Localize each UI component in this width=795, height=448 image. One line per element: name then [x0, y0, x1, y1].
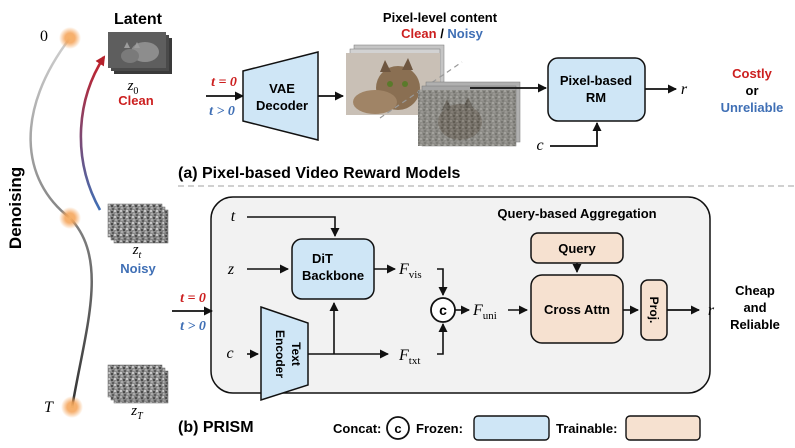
- arrow-t-to-dit: [247, 216, 340, 237]
- f-txt-label: Ftxt: [398, 347, 420, 367]
- caption-b: (b) PRISM: [178, 419, 254, 436]
- legend-concat-label: Concat:: [333, 421, 381, 436]
- legend-concat-node: [386, 416, 410, 440]
- reliable-label: Reliable: [730, 317, 780, 332]
- tT-label: T: [44, 399, 54, 416]
- legend-trainable-swatch: [625, 415, 701, 441]
- text-encoder-line1: Text: [289, 342, 303, 366]
- legend-frozen-swatch: [473, 415, 550, 441]
- latent-header: Latent: [114, 11, 163, 28]
- clean-noisy-legend: Clean / Noisy: [401, 26, 483, 41]
- pixel-content-title: Pixel-level content: [383, 10, 498, 25]
- t-eq-0-bottom: t = 0: [180, 291, 206, 306]
- vae-line2: Decoder: [256, 98, 308, 113]
- latent-z0-thumbnail: [108, 32, 172, 74]
- legend-trainable-label: Trainable:: [556, 421, 617, 436]
- t-symbol-bottom: t: [231, 208, 236, 225]
- jump-arrow: [79, 55, 106, 211]
- rm-line1: Pixel-based: [560, 73, 632, 88]
- vae-line1: VAE: [269, 81, 295, 96]
- f-vis-label: Fvis: [398, 261, 422, 281]
- cross-attn-label: Cross Attn: [544, 302, 610, 317]
- t-gt-0-top: t > 0: [209, 104, 235, 119]
- legend-concat-symbol: c: [394, 421, 401, 436]
- proj-label: Proj.: [647, 297, 661, 324]
- caption-a: (a) Pixel-based Video Reward Models: [178, 165, 461, 182]
- cross-attn-block: [530, 274, 624, 344]
- cheap-label: Cheap: [735, 283, 775, 298]
- node-t0: [59, 27, 81, 49]
- t-gt-0-bottom: t > 0: [180, 319, 206, 334]
- legend-frozen-label: Frozen:: [416, 421, 463, 436]
- f-uni-label: Funi: [472, 302, 497, 322]
- unreliable-label: Unreliable: [721, 100, 784, 115]
- latent-z0-label: z0: [127, 78, 139, 97]
- dit-line2: Backbone: [302, 268, 364, 283]
- or-label: or: [746, 83, 759, 98]
- r-symbol-bottom: r: [708, 302, 715, 319]
- latent-zt-label: zt: [132, 242, 142, 261]
- arrow-fvis-to-concat: [437, 268, 448, 296]
- c-symbol-top: c: [536, 137, 543, 154]
- arrow-ftxt-to-concat: [437, 323, 448, 355]
- node-t: [59, 207, 81, 229]
- text-encoder-block: [260, 305, 309, 402]
- query-label: Query: [558, 241, 596, 256]
- vae-decoder-block: [242, 51, 319, 141]
- t-eq-0-top: t = 0: [211, 75, 237, 90]
- rm-line2: RM: [586, 90, 606, 105]
- text-encoder-line2: Encoder: [273, 330, 287, 378]
- clean-tag: Clean: [118, 93, 153, 108]
- t0-label: 0: [40, 28, 48, 45]
- z-symbol-bottom: z: [227, 261, 235, 278]
- noisy-image-stack: [418, 81, 521, 147]
- concat-symbol: c: [439, 302, 447, 318]
- r-symbol-top: r: [681, 81, 688, 98]
- arrow-c-to-rm: [550, 122, 602, 147]
- dit-line1: DiT: [312, 251, 333, 266]
- noisy-tag: Noisy: [120, 261, 156, 276]
- c-symbol-bottom: c: [226, 345, 233, 362]
- latent-zT-thumbnail: [107, 364, 169, 404]
- costly-label: Costly: [732, 66, 773, 81]
- node-tT: [61, 396, 83, 418]
- qa-title: Query-based Aggregation: [497, 206, 656, 221]
- latent-zT-label: zT: [130, 403, 144, 422]
- and-label: and: [743, 300, 766, 315]
- latent-zt-thumbnail: [107, 203, 169, 244]
- denoising-label: Denoising: [6, 167, 25, 249]
